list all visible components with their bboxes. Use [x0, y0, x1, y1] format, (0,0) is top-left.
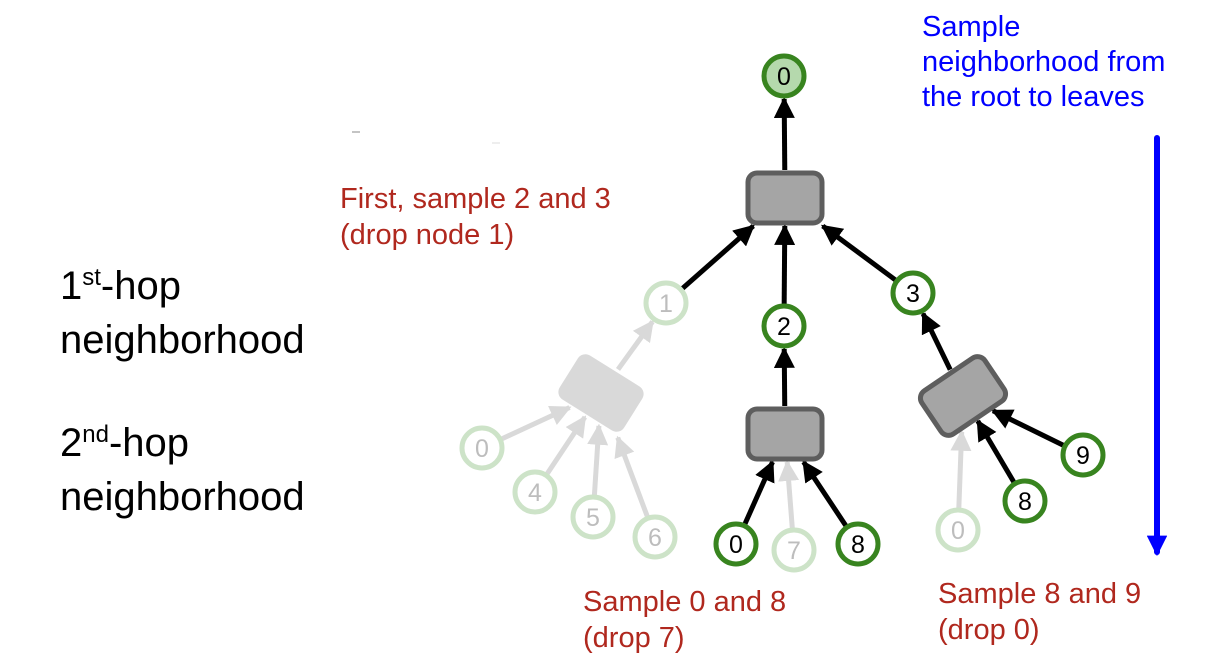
node-circle [935, 507, 981, 553]
nodes: 0 1 2 3 0 4 5 6 0 7 8 0 8 9 [459, 53, 1106, 573]
node-label: 8 [1018, 488, 1032, 516]
node-label: 0 [951, 517, 965, 545]
direction-line2: neighborhood from [922, 46, 1166, 78]
sample-0-8-line1: Sample 0 and 8 [583, 586, 787, 618]
hop2-rest: -hop [108, 421, 190, 465]
direction-annotation: Sample neighborhood from the root to lea… [922, 10, 1165, 115]
edge-n2-to-agg_root [774, 223, 796, 307]
edge-agg_n2-to-n2 [773, 346, 795, 407]
aggregator-agg_root [745, 170, 825, 226]
edge-n1_0-to-agg_n1 [499, 405, 572, 442]
edge-n3_0-to-agg_n3 [950, 429, 972, 511]
hop1-label: 1st-hop neighborhood [60, 262, 305, 364]
aggregators [558, 170, 1009, 462]
sample-0-8-line2: (drop 7) [583, 622, 685, 654]
node-n3_0: 0 [935, 507, 981, 553]
node-label: 4 [528, 479, 542, 507]
node-n2_0: 0 [713, 521, 759, 567]
aggregator-agg_n2 [745, 406, 825, 462]
edge-n3_9-to-agg_n3 [991, 408, 1067, 449]
node-circle [761, 303, 807, 349]
node-label: 2 [777, 313, 791, 341]
edges [499, 96, 1067, 531]
edge-n2_8-to-agg_n2 [801, 460, 850, 529]
aggregator-agg_n1 [558, 354, 644, 432]
node-circle [835, 521, 881, 567]
node-label: 5 [586, 504, 600, 532]
node-n1_6: 6 [632, 514, 678, 560]
node-n2_7: 7 [771, 527, 817, 573]
node-label: 0 [777, 63, 791, 91]
node-n1_4: 4 [512, 469, 558, 515]
sample-0-8-annotation: Sample 0 and 8 (drop 7) [583, 584, 786, 656]
hop1-sup: st [82, 264, 101, 291]
node-circle [1060, 432, 1106, 478]
node-label: 8 [851, 531, 865, 559]
sample-8-9-annotation: Sample 8 and 9 (drop 0) [938, 576, 1141, 648]
node-circle [632, 514, 678, 560]
first-sample-line2: (drop node 1) [340, 219, 515, 251]
aggregator-agg_n3 [917, 354, 1009, 438]
node-n1_0: 0 [459, 425, 505, 471]
node-label: 0 [475, 435, 489, 463]
edge-n1-to-agg_root [679, 224, 755, 292]
node-circle [643, 280, 689, 326]
node-circle [761, 53, 807, 99]
edge-agg_n3-to-n3 [920, 311, 953, 371]
hop1-line2: neighborhood [60, 318, 305, 362]
hop2-sup: nd [82, 421, 109, 448]
node-n1_5: 5 [570, 494, 616, 540]
sample-8-9-line2: (drop 0) [938, 614, 1040, 646]
direction-line3: the root to leaves [922, 81, 1145, 113]
node-label: 6 [648, 524, 662, 552]
edge-n1_4-to-agg_n1 [544, 415, 587, 477]
node-circle [890, 270, 936, 316]
direction-line1: Sample [922, 11, 1021, 43]
first-sample-annotation: First, sample 2 and 3 (drop node 1) [340, 181, 611, 253]
node-circle [771, 527, 817, 573]
node-root: 0 [761, 53, 807, 99]
node-circle [570, 494, 616, 540]
node-label: 0 [729, 531, 743, 559]
edge-agg_n1-to-n1 [615, 319, 655, 371]
sample-8-9-line1: Sample 8 and 9 [938, 578, 1142, 610]
node-circle [713, 521, 759, 567]
hop2-num: 2 [60, 421, 83, 465]
node-label: 1 [659, 290, 673, 318]
node-n3_9: 9 [1060, 432, 1106, 478]
edge-n2_0-to-agg_n2 [741, 460, 775, 527]
node-circle [459, 425, 505, 471]
hop1-rest: -hop [100, 264, 181, 308]
hop1-num: 1 [60, 264, 83, 308]
first-sample-line1: First, sample 2 and 3 [340, 183, 611, 215]
edge-n2_7-to-agg_n2 [778, 459, 800, 531]
node-circle [512, 469, 558, 515]
node-circle [1002, 478, 1048, 524]
node-n3: 3 [890, 270, 936, 316]
edge-n3_8-to-agg_n3 [975, 419, 1017, 486]
hop2-line2: neighborhood [60, 475, 305, 519]
node-label: 3 [906, 280, 920, 308]
edge-n3-to-agg_root [821, 223, 899, 284]
node-n1: 1 [643, 280, 689, 326]
node-label: 7 [787, 537, 801, 565]
edge-n1_5-to-agg_n1 [587, 423, 609, 498]
node-n3_8: 8 [1002, 478, 1048, 524]
node-n2_8: 8 [835, 521, 881, 567]
edge-agg_root-to-root [773, 96, 795, 171]
hop2-label: 2nd-hop neighborhood [60, 419, 305, 521]
node-n2: 2 [761, 303, 807, 349]
node-label: 9 [1076, 442, 1090, 470]
edge-n1_6-to-agg_n1 [614, 435, 651, 520]
